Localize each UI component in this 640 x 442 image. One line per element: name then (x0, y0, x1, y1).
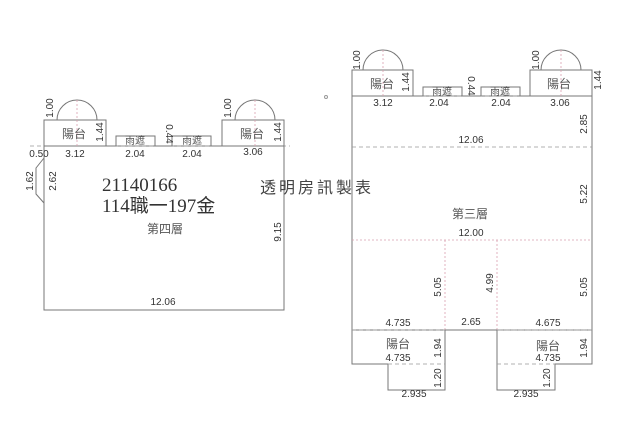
dim-label: 1.00 (531, 50, 542, 70)
balcony-label: 陽台 (370, 76, 394, 91)
balcony-label: 陽台 (547, 76, 571, 91)
dim-label: 1.00 (45, 98, 56, 118)
dim-label: 5.05 (433, 277, 444, 297)
dim-label: 4.99 (485, 273, 496, 293)
floor3-bottom-balconies (351, 329, 593, 391)
case-number: 21140166 (102, 175, 177, 196)
dim-label: 12.06 (150, 297, 175, 308)
dim-label: 1.00 (352, 50, 363, 70)
shelter-label: 雨遮 (490, 85, 510, 98)
dim-label: 1.20 (542, 368, 553, 388)
dim-label: 5.22 (579, 184, 590, 204)
dim-label: 3.06 (243, 147, 263, 158)
dim-label: 1.94 (579, 338, 590, 358)
dim-label: 1.44 (593, 70, 604, 90)
dim-label: 1.94 (433, 338, 444, 358)
floor3-balcony-left (351, 69, 414, 97)
dim-label: 1.00 (223, 98, 234, 118)
dim-label: 2.04 (429, 98, 449, 109)
floor4-bevel (35, 156, 45, 205)
dim-label: 0.50 (29, 149, 49, 160)
shelter-label: 雨遮 (182, 134, 202, 147)
floor3-plan: 1.00 陽台 1.44 雨遮 雨遮 0.44 1.00 陽台 1.44 3.1… (351, 49, 604, 400)
floor3-title: 第三層 (452, 207, 488, 221)
dim-label: 1.62 (25, 171, 36, 191)
dim-label: 2.62 (48, 171, 59, 191)
dim-label: 0.44 (465, 76, 476, 96)
balcony-label: 陽台 (386, 336, 410, 351)
dim-label: 1.44 (95, 122, 106, 142)
dim-label: 2.935 (513, 389, 538, 400)
dim-label: 3.12 (373, 98, 393, 109)
floor4-shelters (106, 135, 222, 147)
dim-label: 2.85 (579, 114, 590, 134)
balcony-label: 陽台 (62, 126, 86, 141)
shelter-label: 雨遮 (125, 134, 145, 147)
dim-label: 3.06 (550, 98, 570, 109)
dim-label: 1.20 (433, 368, 444, 388)
dim-label: 2.04 (125, 149, 145, 160)
dim-label: 4.675 (535, 318, 560, 329)
dim-label: 3.12 (65, 149, 85, 160)
dim-label: 4.735 (385, 318, 410, 329)
dim-label: 4.735 (385, 353, 410, 364)
dim-label: 5.05 (579, 277, 590, 297)
balcony-label: 陽台 (240, 126, 264, 141)
dim-label: 4.735 (535, 353, 560, 364)
dim-label: 12.06 (458, 135, 483, 146)
dim-label: 12.00 (458, 228, 483, 239)
watermark: 透明房訊製表 (260, 178, 374, 197)
floor4-title: 第四層 (147, 222, 183, 236)
floor3-shelters (413, 86, 530, 97)
floor4-balcony-right (221, 119, 285, 147)
dim-label: 2.65 (461, 317, 481, 328)
dim-label: 0.44 (163, 124, 174, 144)
dim-label: 1.44 (273, 122, 284, 142)
balcony-label: 陽台 (536, 338, 560, 353)
dot (324, 95, 328, 99)
dim-label: 9.15 (273, 222, 284, 242)
case-code: 114職一197金 (102, 195, 215, 217)
dim-label: 2.935 (401, 389, 426, 400)
floor4-balcony-left (43, 119, 107, 147)
dim-label: 2.04 (491, 98, 511, 109)
mask (353, 331, 591, 371)
shelter-label: 雨遮 (432, 85, 452, 98)
dim-label: 2.04 (182, 149, 202, 160)
floor4-plan: 1.00 陽台 1.44 雨遮 雨遮 0.44 陽台 1.00 1.44 0.5… (25, 98, 290, 311)
dim-label: 1.44 (401, 72, 412, 92)
